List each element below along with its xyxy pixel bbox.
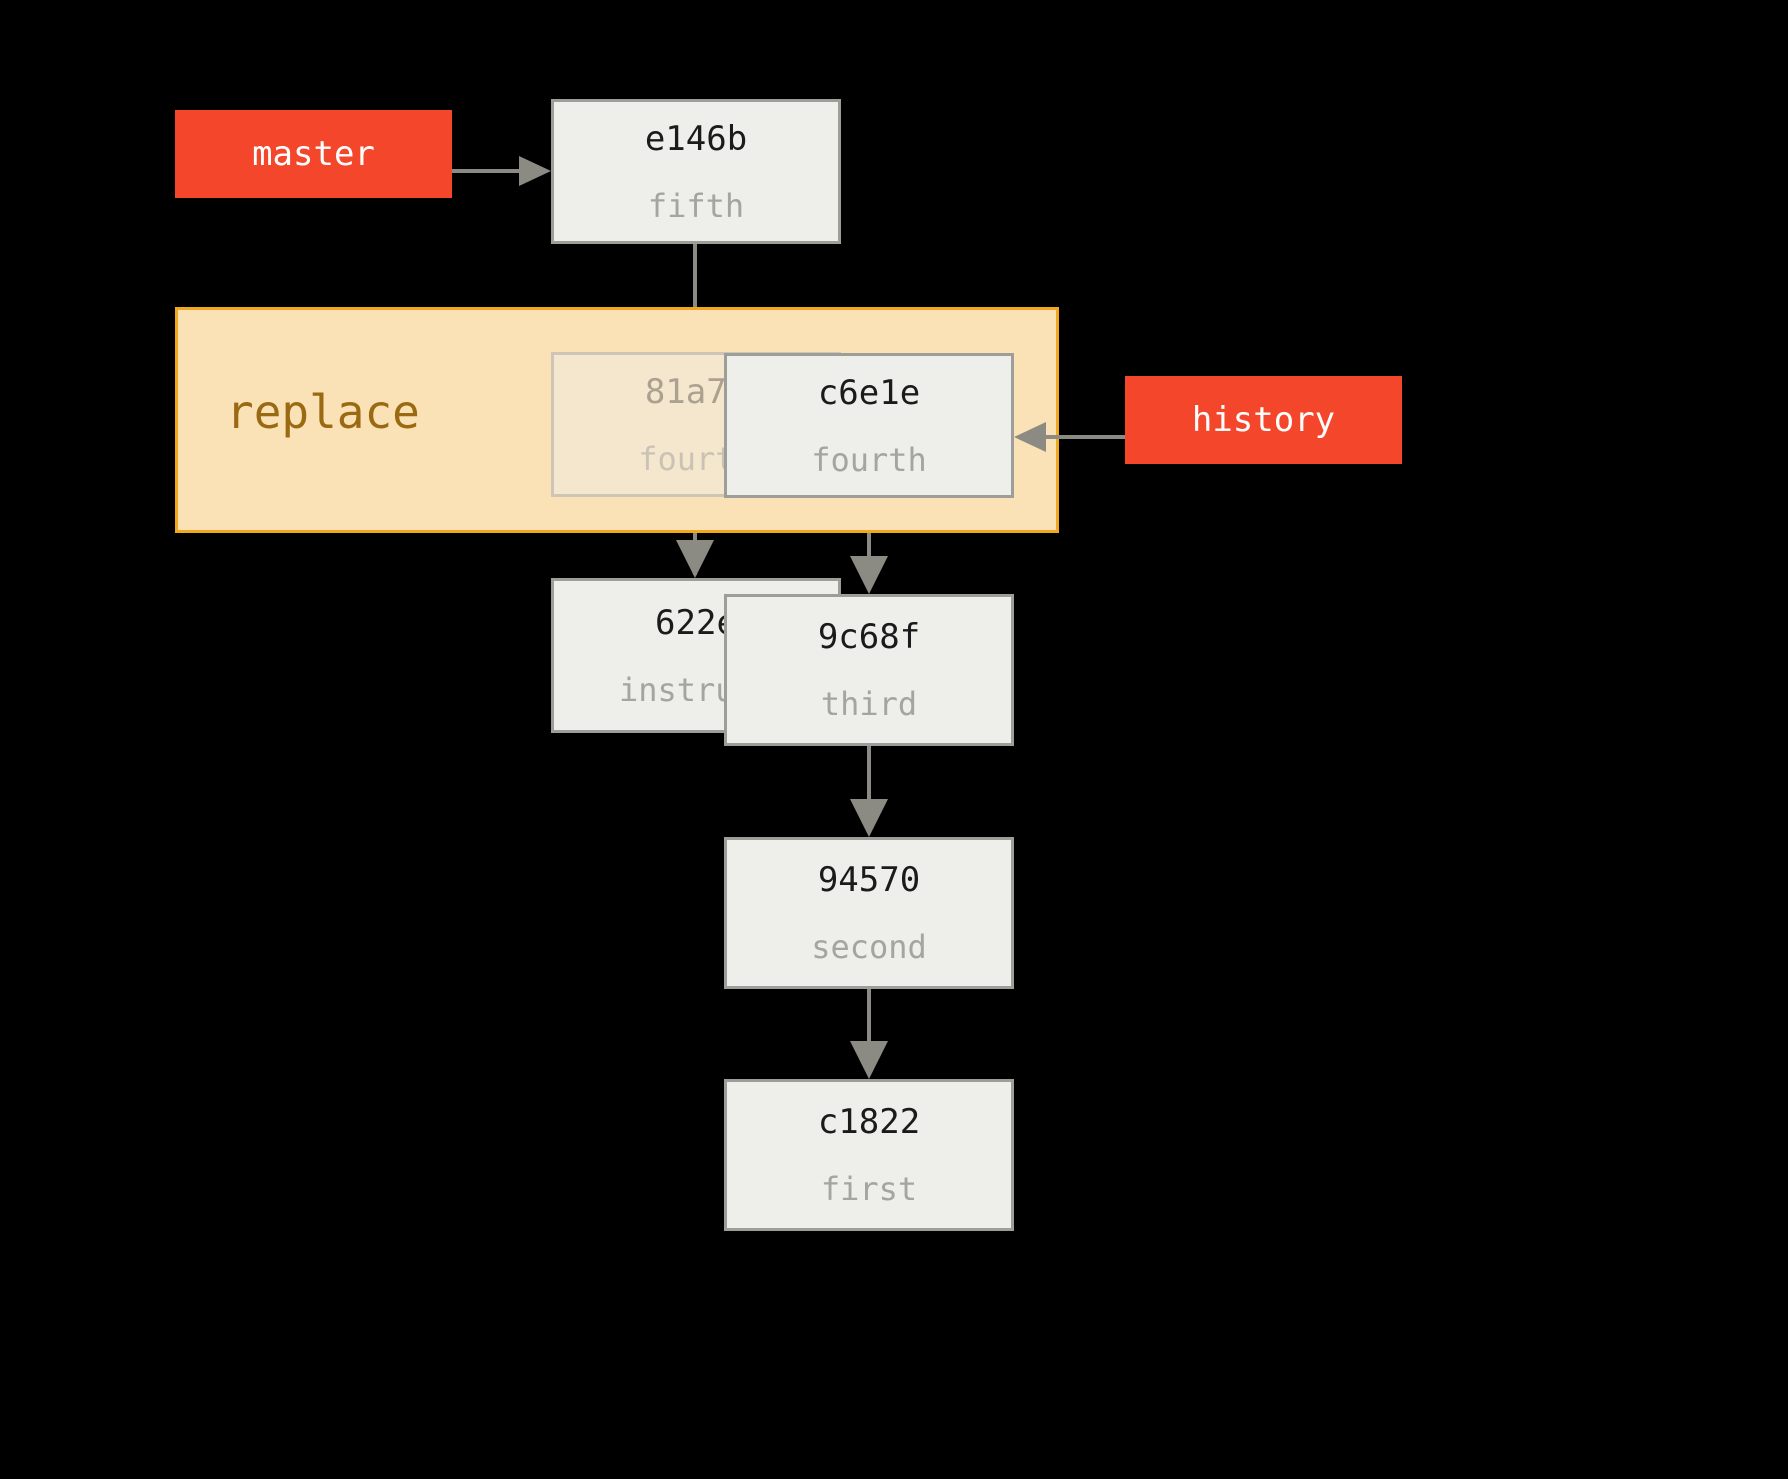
commit-message-c6e1e: fourth [811,440,927,479]
commit-sha-c6e1e: c6e1e [817,372,921,413]
arrowhead-9c68f-to-94570 [850,799,888,837]
arrowhead-master-to-e146b [519,156,551,186]
commit-node-c1822[interactable]: c1822 first [724,1079,1014,1231]
commit-node-c6e1e[interactable]: c6e1e fourth [724,353,1014,498]
commit-node-9c68f[interactable]: 9c68f third [724,594,1014,746]
commit-sha-9c68f: 9c68f [817,617,921,657]
arrowhead-94570-to-c1822 [850,1041,888,1079]
commit-message-c1822: first [820,1170,918,1208]
commit-sha-622e: 622e [655,602,737,643]
ref-label-master-text: master [252,134,375,174]
commit-message-94570: second [811,928,927,966]
replace-group-label: replace [226,385,420,439]
commit-node-94570[interactable]: 94570 second [724,837,1014,989]
arrowhead-c6e1e-to-9c68f [850,556,888,594]
arrowhead-81a7d-to-622e [676,540,714,578]
commit-message-e146b: fifth [647,186,745,225]
commit-sha-e146b: e146b [644,118,748,159]
commit-sha-94570: 94570 [817,860,921,900]
ref-label-history-text: history [1191,400,1336,440]
ref-label-history[interactable]: history [1125,376,1402,464]
commit-sha-c1822: c1822 [817,1102,921,1142]
commit-node-e146b[interactable]: e146b fifth [551,99,841,244]
commit-message-9c68f: third [820,685,918,723]
ref-label-master[interactable]: master [175,110,452,198]
